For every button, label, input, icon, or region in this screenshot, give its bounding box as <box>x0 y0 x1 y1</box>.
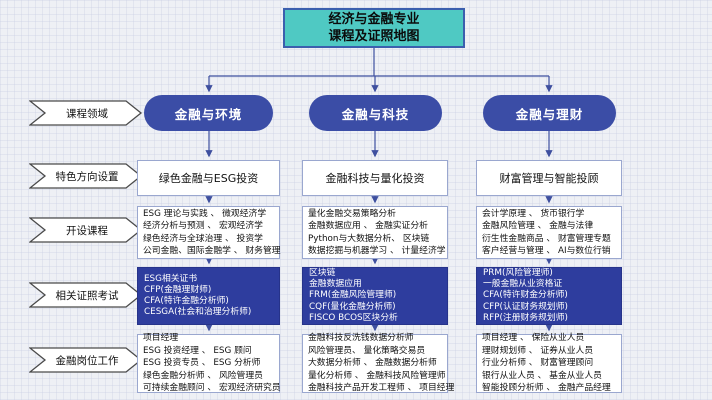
row-label-courses: 开设课程 <box>29 217 143 243</box>
cert-line: 区块链 <box>309 268 336 278</box>
cert-line: CFP(认证财务规划师) <box>483 301 568 312</box>
course-line: 金融风险管理 、 金融与法律 <box>482 221 594 232</box>
jobs-box-environment: 项目经理 ESG 投资经理 、 ESG 顾问 ESG 投资专员 、 ESG 分析… <box>137 333 281 394</box>
row-label-text: 金融岗位工作 <box>55 354 119 367</box>
course-line: 数据挖掘与机器学习 、 计量经济学 <box>308 245 446 256</box>
diagram-title: 经济与金融专业 课程及证照地图 <box>283 8 465 48</box>
direction-box-green-finance: 绿色金融与ESG投资 <box>137 160 280 196</box>
job-line: 理财规划师 、 证券从业人员 <box>482 345 594 356</box>
row-label-direction: 特色方向设置 <box>29 163 143 189</box>
row-label-course-domain: 课程领域 <box>29 100 143 126</box>
cert-line: RFP(注册财务规划师) <box>483 312 568 323</box>
course-line: 公司金融、国际金融学 、 财务管理 <box>143 245 281 256</box>
chevron-banner-shape <box>29 163 143 189</box>
cert-line: 一般金融从业资格证 <box>483 279 563 290</box>
cert-line: CESGA(社会和治理分析师) <box>144 307 252 318</box>
courses-box-wealth: 会计学原理 、 货币银行学 金融风险管理 、 金融与法律 衍生性金融商品 、 财… <box>476 206 622 259</box>
course-line: 量化金融交易策略分析 <box>308 208 396 219</box>
chevron-banner-shape <box>29 282 143 308</box>
certs-box-wealth: PRM(风险管理师) 一般金融从业资格证 CFA(特许财金分析师) CFP(认证… <box>476 267 622 325</box>
course-line: 经济分析与预测 、 宏观经济学 <box>143 221 263 232</box>
job-line: 大数据分析师 、 金融数据分析师 <box>308 358 437 369</box>
course-line: 金融数据应用 、 金融实证分析 <box>308 221 428 232</box>
job-line: 量化分析师 、 金融科技风险管理师 <box>308 370 446 381</box>
course-line: 绿色经济与全球治理 、 投资学 <box>143 233 263 244</box>
column-header-finance-wealth: 金融与理财 <box>483 95 616 131</box>
column-header-finance-technology: 金融与科技 <box>309 95 442 131</box>
course-line: 会计学原理 、 货币银行学 <box>482 208 585 219</box>
cert-line: ESG相关证书 <box>144 273 198 284</box>
cert-line: CFP(金融理财师) <box>144 284 212 295</box>
cert-line: FISCO BCOS区块分析 <box>309 312 398 323</box>
job-line: 项目经理 、 保险从业人员 <box>482 333 585 344</box>
direction-box-wealth-roboadvisor: 财富管理与智能投顾 <box>476 160 622 196</box>
jobs-box-wealth: 项目经理 、 保险从业人员 理财规划师 、 证券从业人员 行业分析师 、 财富管… <box>476 333 622 394</box>
row-label-text: 课程领域 <box>66 107 108 120</box>
cert-line: CFA(特许金融分析师) <box>144 296 229 306</box>
certs-box-environment: ESG相关证书 CFP(金融理财师) CFA(特许金融分析师) CESGA(社会… <box>137 267 280 325</box>
job-line: 智能投顾分析师 、 金融产品经理 <box>482 383 611 394</box>
chevron-banner-shape <box>29 347 143 373</box>
direction-box-fintech-quant: 金融科技与量化投资 <box>302 160 448 196</box>
row-label-jobs: 金融岗位工作 <box>29 347 143 373</box>
cert-line: FRM(金融风险管理师) <box>309 290 397 301</box>
job-line: 项目经理 <box>143 333 179 344</box>
courses-box-environment: ESG 理论与实践 、 微观经济学 经济分析与预测 、 宏观经济学 绿色经济与全… <box>137 206 281 259</box>
chevron-banner-shape <box>29 217 143 243</box>
course-line: 衍生性金融商品 、 财富管理专题 <box>482 233 611 244</box>
row-label-text: 开设课程 <box>66 224 108 237</box>
cert-line: PRM(风险管理师) <box>483 268 553 278</box>
column-header-finance-environment: 金融与环境 <box>144 95 273 131</box>
certs-box-technology: 区块链 金融数据应用 FRM(金融风险管理师) CQF(量化金融分析师) FIS… <box>302 267 448 325</box>
job-line: 银行从业人员 、 基金从业人员 <box>482 370 602 381</box>
job-line: 行业分析师 、 财富管理顾问 <box>482 358 594 369</box>
courses-box-technology: 量化金融交易策略分析 金融数据应用 、 金融实证分析 Python与大数据分析、… <box>302 206 448 259</box>
chevron-banner-shape <box>29 100 143 126</box>
cert-line: CFA(特许财金分析师) <box>483 290 568 301</box>
job-line: 可持续金融顾问 、 宏观经济研究员 <box>143 383 281 394</box>
row-label-text: 相关证照考试 <box>55 289 119 302</box>
job-line: ESG 投资经理 、 ESG 顾问 <box>143 345 252 356</box>
job-line: 风险管理员、 量化策略交易员 <box>308 345 426 356</box>
row-label-certifications: 相关证照考试 <box>29 282 143 308</box>
cert-line: CQF(量化金融分析师) <box>309 301 396 312</box>
job-line: ESG 投资专员 、 ESG 分析师 <box>143 358 261 369</box>
diagram-title-line2: 课程及证照地图 <box>328 29 420 44</box>
row-label-text: 特色方向设置 <box>55 170 119 183</box>
course-line: ESG 理论与实践 、 微观经济学 <box>143 208 267 219</box>
job-line: 金融科技产品开发工程师 、 项目经理 <box>308 383 455 394</box>
course-line: Python与大数据分析、 区块链 <box>308 233 430 244</box>
job-line: 绿色金融分析师 、 风险管理员 <box>143 370 263 381</box>
cert-line: 金融数据应用 <box>309 279 362 290</box>
job-line: 金融科技反洗钱数据分析师 <box>308 333 414 344</box>
diagram-title-line1: 经济与金融专业 <box>328 12 420 27</box>
jobs-box-technology: 金融科技反洗钱数据分析师 风险管理员、 量化策略交易员 大数据分析师 、 金融数… <box>302 333 455 394</box>
course-line: 客户经营与管理 、 AI与数位行销 <box>482 245 611 256</box>
